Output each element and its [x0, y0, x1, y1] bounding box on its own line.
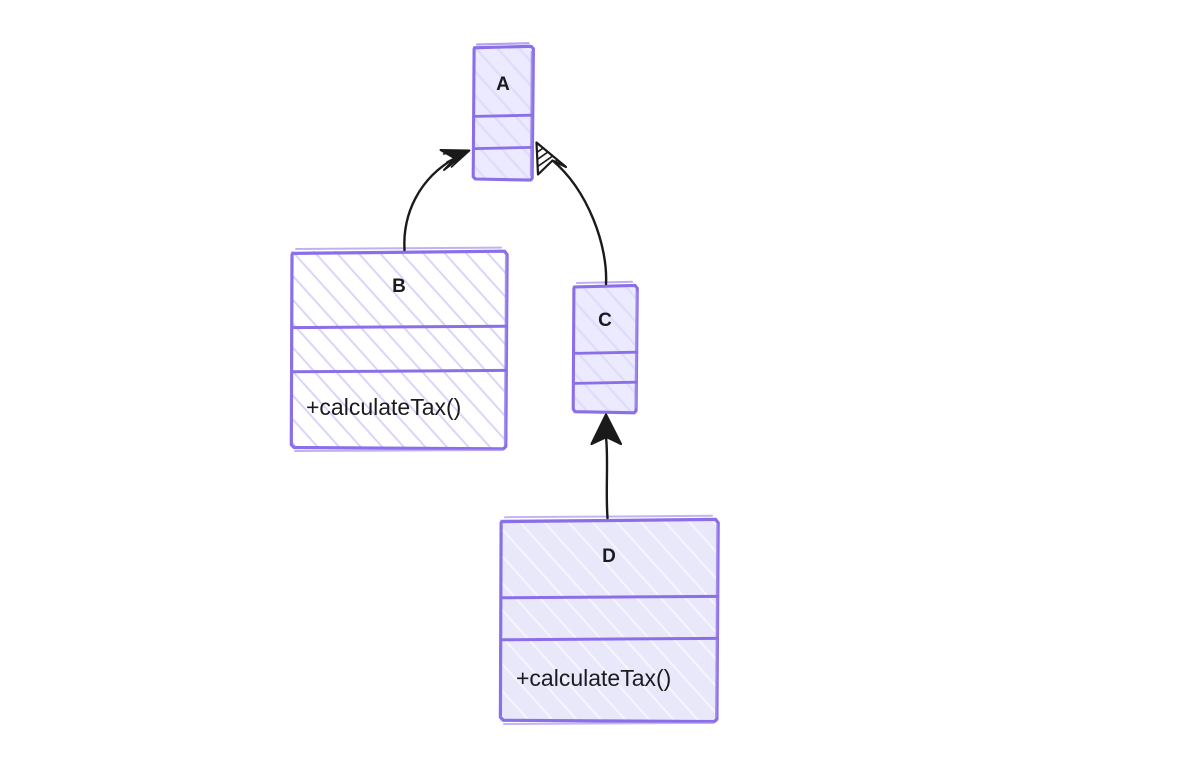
- class-C-fill: [573, 285, 637, 413]
- class-A-outline-sketch: [475, 42, 533, 177]
- class-B-outline: [289, 249, 509, 451]
- class-A-outline: [471, 44, 535, 182]
- class-C-dividers: [573, 350, 638, 385]
- class-B-fill: [291, 251, 507, 449]
- relation-D-to-C[interactable]: [590, 413, 623, 520]
- relation-C-to-A[interactable]: [535, 141, 608, 286]
- class-box-A[interactable]: [471, 42, 535, 182]
- relation-C-to-A-arrowhead: [535, 141, 568, 176]
- class-box-C[interactable]: [571, 280, 639, 415]
- class-A-fill: [473, 46, 533, 180]
- relation-B-to-A-arrowhead-sketch: [442, 149, 470, 168]
- class-box-D[interactable]: [498, 514, 720, 725]
- class-box-B[interactable]: [289, 246, 509, 452]
- class-D-fill: [500, 519, 718, 722]
- relation-D-to-C-arrowhead-sketch: [596, 415, 617, 442]
- class-D-dividers: [500, 594, 719, 642]
- relation-D-to-C-line: [604, 435, 609, 520]
- class-A-dividers: [473, 113, 534, 150]
- class-C-outline-sketch: [575, 280, 638, 409]
- relation-C-to-A-line: [550, 158, 608, 286]
- class-D-outline: [498, 517, 720, 724]
- class-B-outline-sketch: [294, 246, 507, 452]
- class-C-outline: [571, 283, 639, 415]
- relation-B-to-A-line: [403, 156, 458, 252]
- class-B-dividers: [290, 324, 508, 374]
- relation-B-to-A[interactable]: [403, 149, 471, 252]
